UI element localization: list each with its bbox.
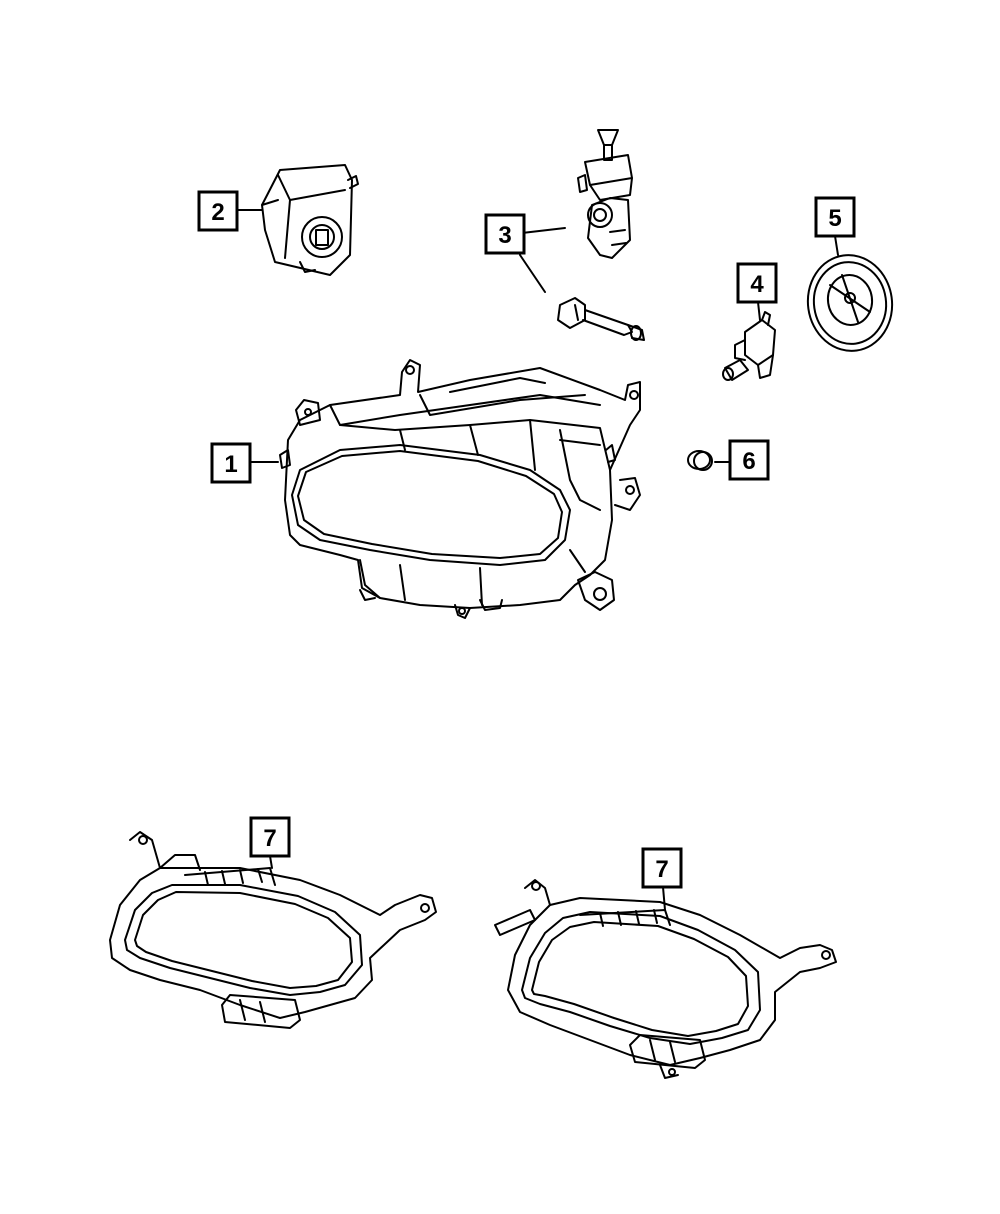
- callout-6: 6: [728, 439, 770, 481]
- grommet[interactable]: [687, 450, 713, 471]
- callout-4: 4: [736, 262, 778, 304]
- callout-label: 5: [828, 205, 841, 232]
- callout-label: 2: [211, 199, 224, 226]
- leader-lines: [237, 209, 839, 911]
- callout-label: 7: [655, 856, 668, 883]
- callout-label: 7: [263, 825, 276, 852]
- headlamp-bezel-left[interactable]: [109, 831, 437, 1029]
- callout-label: 6: [742, 448, 755, 475]
- callout-3: 3: [484, 213, 526, 255]
- callout-label: 3: [498, 222, 511, 249]
- callout-7-left: 7: [249, 816, 291, 858]
- callout-label: 1: [224, 451, 237, 478]
- leveling-actuator[interactable]: [557, 129, 645, 341]
- callout-1: 1: [210, 442, 252, 484]
- callout-2: 2: [197, 190, 239, 232]
- headlamp-bezel-right[interactable]: [494, 879, 837, 1079]
- ballast-module[interactable]: [261, 164, 359, 276]
- callout-7-right: 7: [641, 847, 683, 889]
- dust-cap[interactable]: [802, 250, 899, 357]
- bulb[interactable]: [722, 311, 776, 381]
- callout-5: 5: [814, 196, 856, 238]
- headlamp-assembly[interactable]: [279, 359, 641, 619]
- callout-label: 4: [750, 271, 764, 298]
